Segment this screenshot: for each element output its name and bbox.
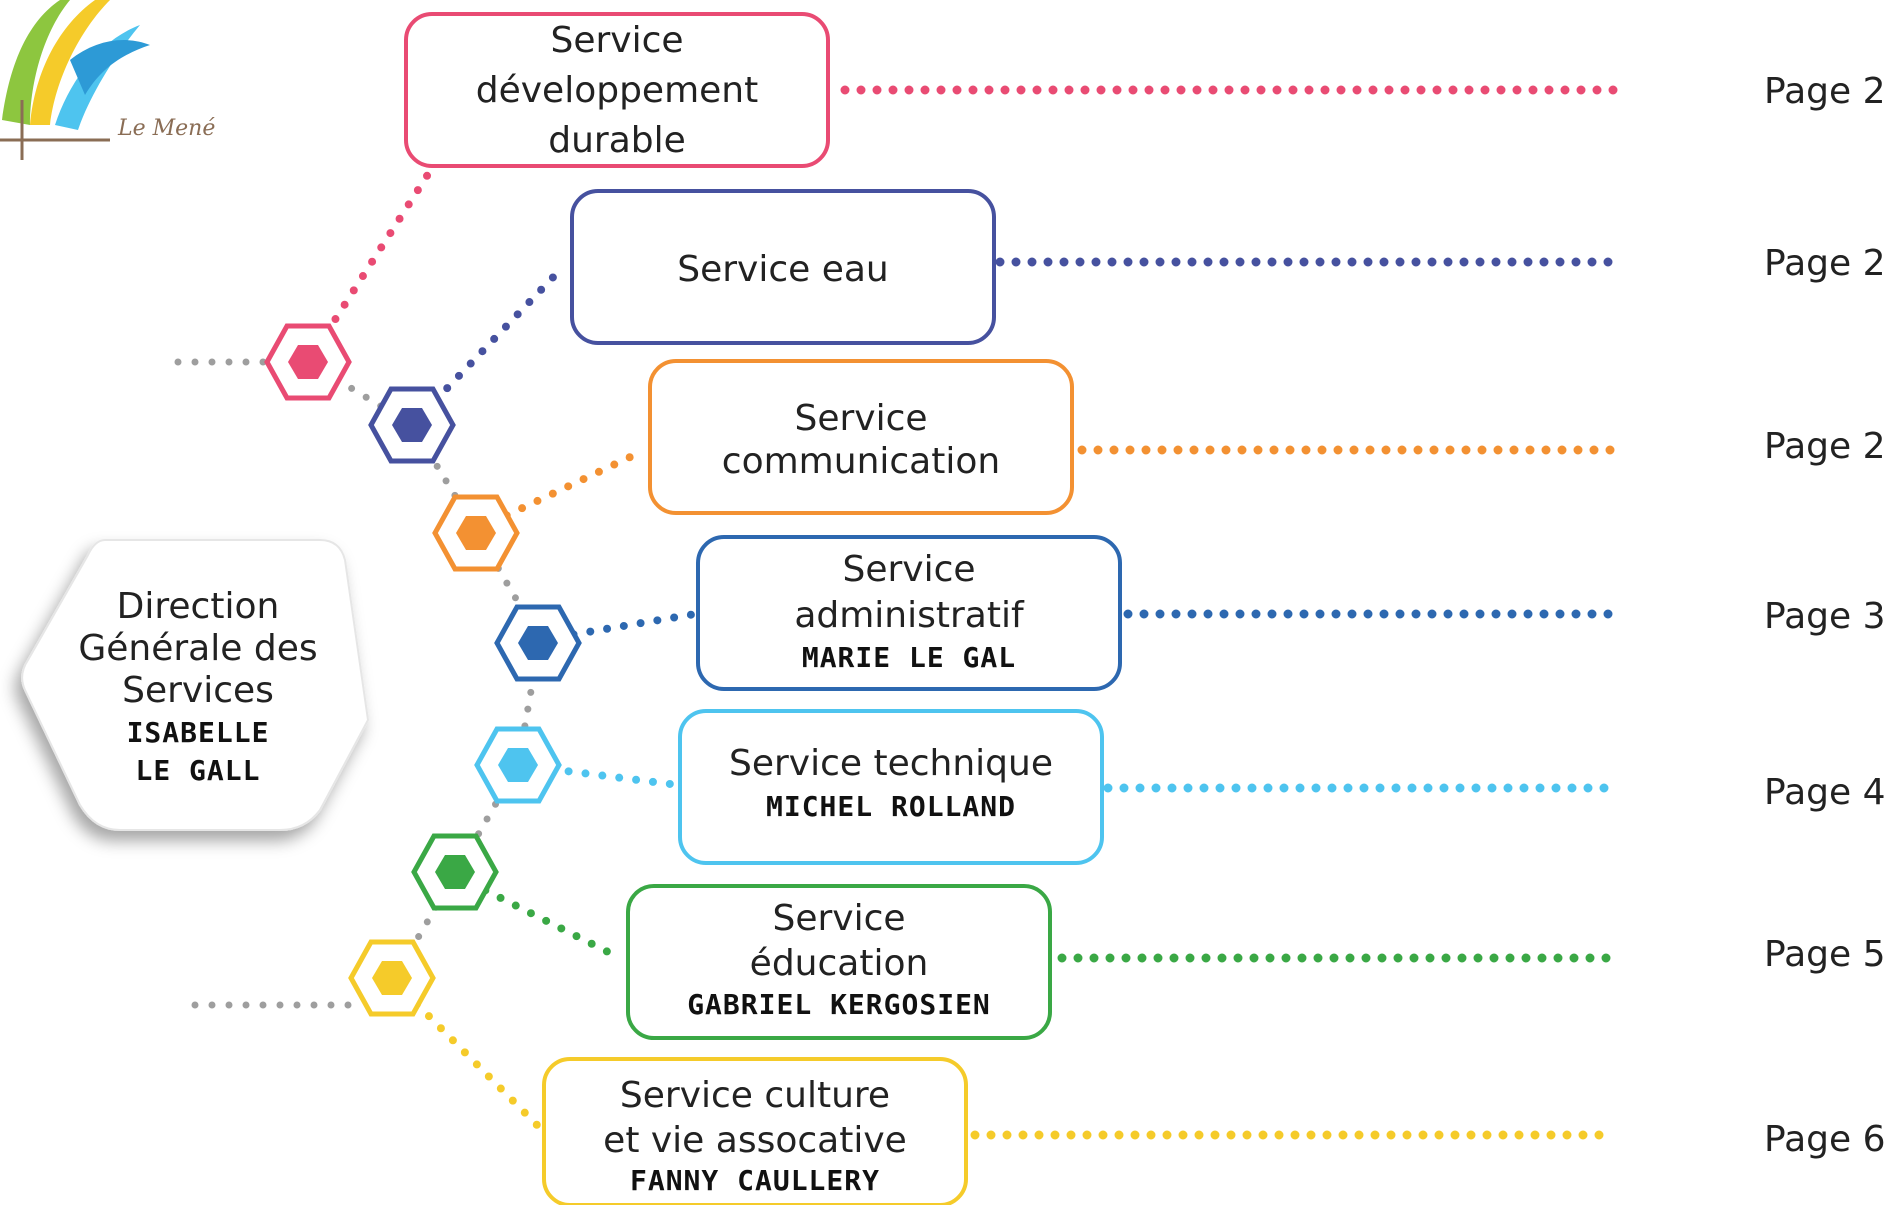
hexagon-node-icon	[368, 386, 456, 464]
direction-line-2: Générale des	[78, 628, 317, 669]
hexagon-nodes	[264, 323, 582, 1017]
service-label-line: éducation	[750, 943, 929, 984]
hexagon-node-icon	[474, 726, 562, 804]
service-label-line: durable	[548, 120, 686, 161]
service-label-line: Service	[794, 398, 927, 439]
page-label-culture[interactable]: Page 6	[1764, 1119, 1886, 1160]
service-label-line: communication	[722, 441, 1000, 482]
hexagon-node-icon	[432, 494, 520, 572]
page-labels: Page 2 Page 2 Page 2 Page 3 Page 4 Page …	[1764, 71, 1886, 1160]
page-label-communication[interactable]: Page 2	[1764, 426, 1886, 467]
service-label-line: Service	[842, 549, 975, 590]
direction-person-line-1: ISABELLE	[127, 716, 270, 749]
hexagon-node-icon	[348, 939, 436, 1017]
logo-text: Le Mené	[117, 116, 215, 141]
service-label-line: administratif	[794, 595, 1025, 636]
service-label-line: Service technique	[729, 743, 1053, 784]
service-box-developpement: Service développement durable	[404, 12, 830, 168]
direction-line-1: Direction	[117, 586, 280, 627]
hexagon-node-icon	[494, 604, 582, 682]
le-mene-logo-icon: Le Mené	[0, 0, 215, 160]
page-label-administratif[interactable]: Page 3	[1764, 596, 1886, 637]
service-box-administratif: Service administratif MARIE LE GAL	[696, 535, 1122, 691]
service-box-culture: Service culture et vie assocative FANNY …	[542, 1057, 968, 1205]
service-label-line: Service eau	[677, 249, 889, 290]
service-person: FANNY CAULLERY	[630, 1164, 880, 1197]
service-person: MARIE LE GAL	[802, 641, 1016, 674]
hexagon-node-icon	[264, 323, 352, 401]
page-label-eau[interactable]: Page 2	[1764, 243, 1886, 284]
direction-line-3: Services	[122, 670, 274, 711]
service-box-eau: Service eau	[570, 189, 996, 345]
direction-label: Direction Générale des Services ISABELLE…	[78, 586, 317, 787]
branch-technique	[514, 761, 682, 789]
service-person: MICHEL ROLLAND	[766, 790, 1016, 823]
branch-developpement	[304, 164, 436, 366]
service-person: GABRIEL KERGOSIEN	[687, 988, 991, 1021]
hexagon-node-icon	[411, 833, 499, 911]
page-label-developpement[interactable]: Page 2	[1764, 71, 1886, 112]
service-label-line: développement	[476, 70, 758, 111]
page-label-education[interactable]: Page 5	[1764, 934, 1886, 975]
service-box-communication: Service communication	[648, 359, 1074, 515]
service-label-line: Service	[772, 898, 905, 939]
service-box-technique: Service technique MICHEL ROLLAND	[678, 709, 1104, 865]
service-box-education: Service éducation GABRIEL KERGOSIEN	[626, 884, 1052, 1040]
page-label-technique[interactable]: Page 4	[1764, 772, 1886, 813]
service-label-line: et vie assocative	[603, 1120, 907, 1161]
page-connectors	[840, 85, 1620, 1140]
service-label-line: Service culture	[620, 1075, 890, 1116]
direction-box	[21, 539, 370, 831]
direction-person-line-2: LE GALL	[135, 754, 260, 787]
service-label-line: Service	[550, 20, 683, 61]
